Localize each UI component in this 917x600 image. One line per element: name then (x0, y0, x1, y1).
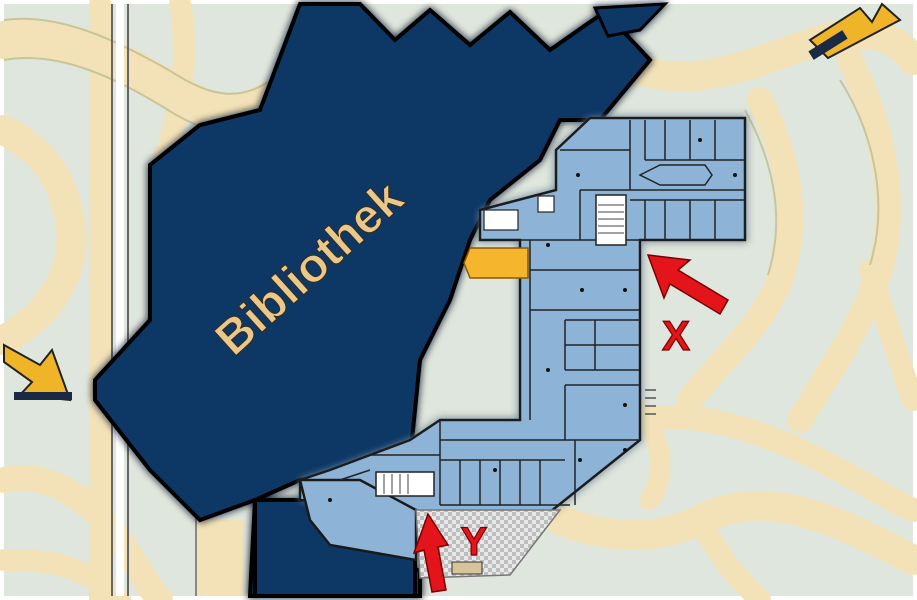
marker-x-arrow (646, 254, 730, 316)
rail-lines (111, 4, 244, 596)
bench (451, 561, 483, 575)
entrance-arrow-top-right (808, 2, 902, 60)
stairwell-bottom (375, 471, 435, 497)
elevator-box (537, 195, 555, 213)
forecourt-tiles (415, 509, 562, 579)
stairwell-top (595, 194, 627, 246)
floorplan-building (298, 116, 747, 579)
marker-y-label: Y (461, 520, 488, 564)
entrance-arrow-left (3, 343, 72, 402)
marker-x-label: X (662, 312, 690, 359)
highlighted-room (463, 247, 529, 279)
marker-y-arrow (412, 512, 450, 593)
restroom-block (483, 209, 519, 231)
